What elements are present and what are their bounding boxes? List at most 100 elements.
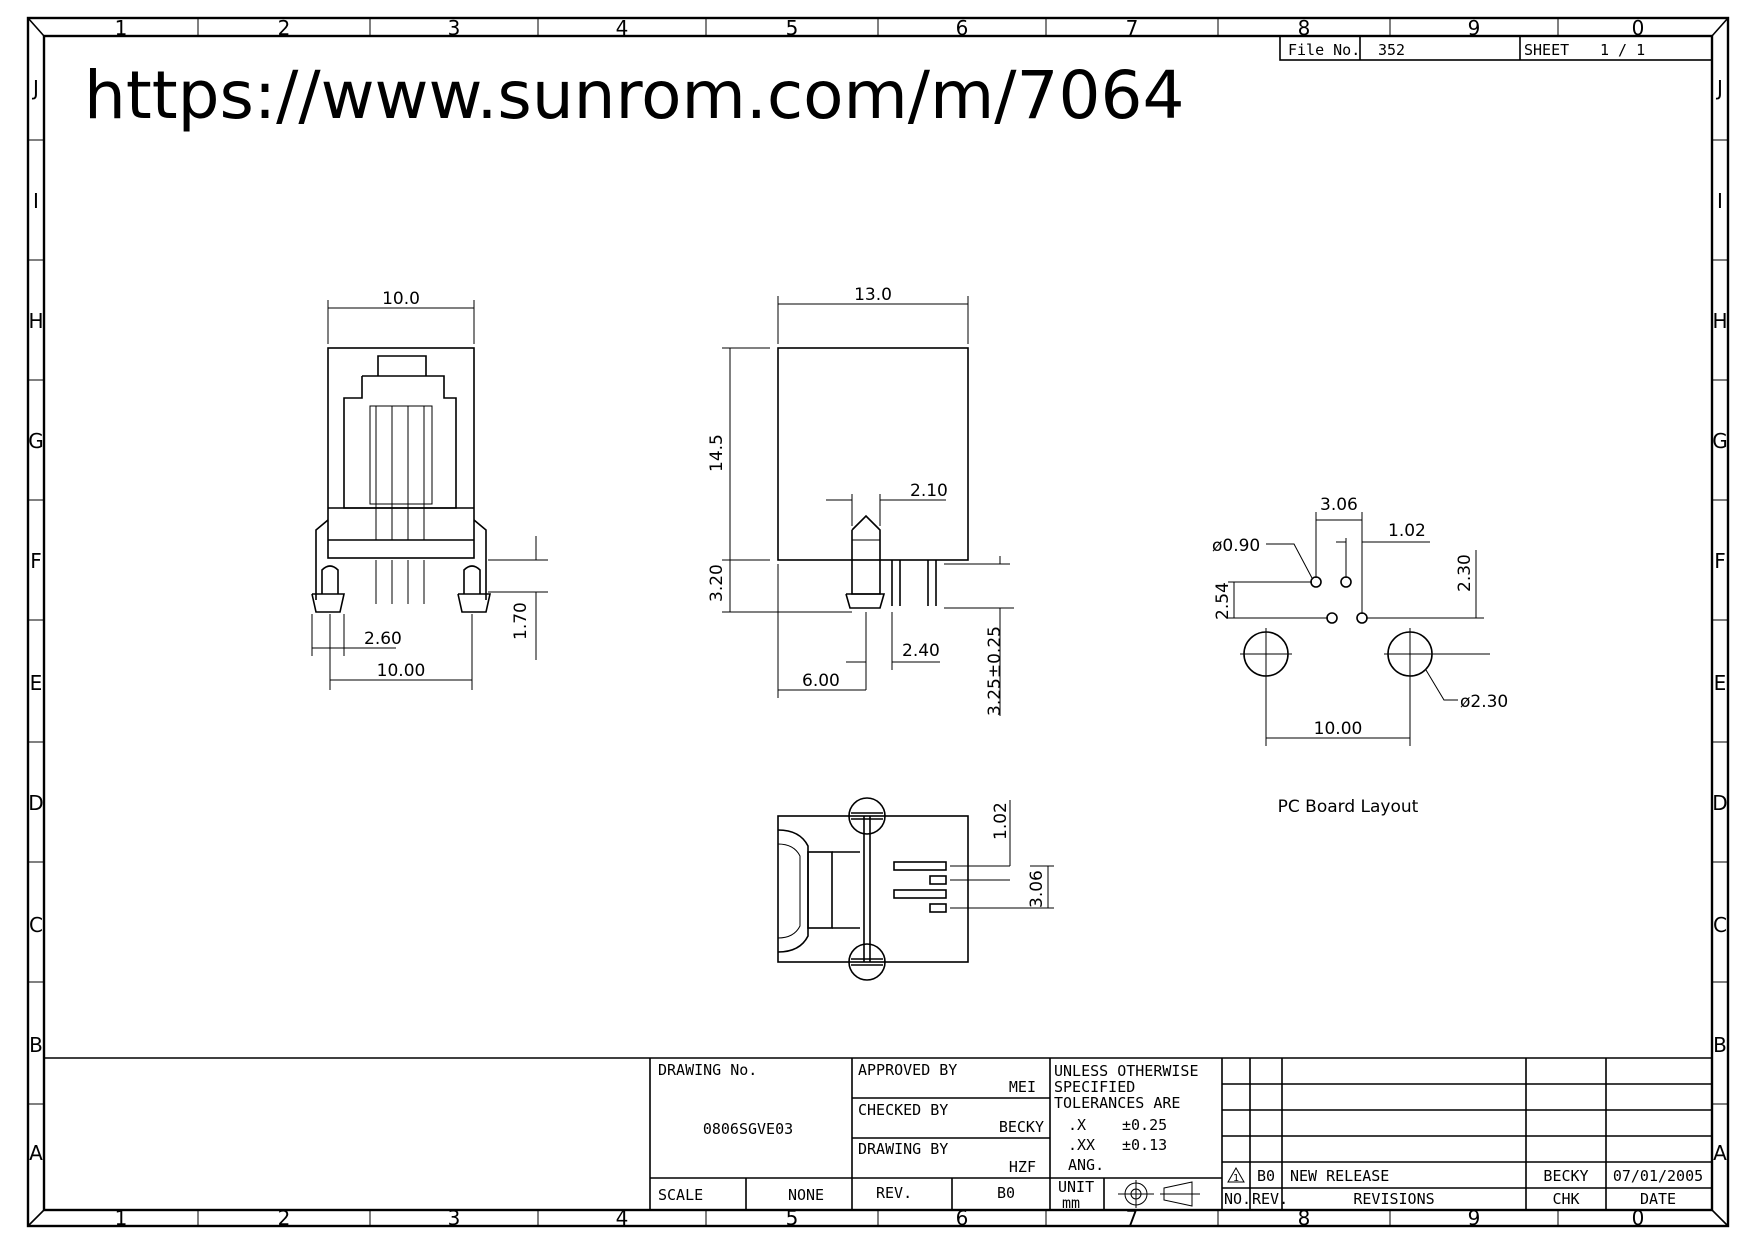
pcb-layout-dimensions: ø0.90 3.06 1.02 2.54 2.30 ø2.30 10.00 xyxy=(1212,495,1508,746)
checked-by-label: CHECKED BY xyxy=(858,1101,948,1119)
sheet-value: 1 / 1 xyxy=(1600,41,1645,59)
file-no-label: File No. xyxy=(1288,41,1360,59)
zone-col-5: 5 xyxy=(786,16,799,40)
zone-col-6: 6 xyxy=(956,16,969,40)
zone-col-8: 8 xyxy=(1298,16,1311,40)
source-url: https://www.sunrom.com/m/7064 xyxy=(84,57,1185,134)
side-view xyxy=(777,347,969,609)
dim-pcb-vertical: 2.30 xyxy=(1455,554,1475,592)
zone-row-c: C xyxy=(29,913,43,937)
rev-value: B0 xyxy=(997,1184,1015,1202)
dim-pcb-hole-small: ø0.90 xyxy=(1212,536,1260,556)
unit-label: UNIT xyxy=(1058,1178,1094,1196)
checked-by-value: BECKY xyxy=(999,1118,1044,1136)
zone-labels-bottom: 1 2 3 4 5 6 7 8 9 0 xyxy=(115,1206,1645,1230)
zone-row-g: G xyxy=(28,429,44,453)
zone-row-e: E xyxy=(30,671,43,695)
side-view-dimensions: 13.0 14.5 3.20 2.10 2.40 6.00 3.25±0.25 xyxy=(707,285,1014,716)
dim-side-pin-tolerance: 3.25±0.25 xyxy=(985,626,1005,716)
zone-row-e-right: E xyxy=(1714,671,1727,695)
front-view xyxy=(311,347,491,613)
zone-row-h: H xyxy=(28,309,43,333)
bottom-view xyxy=(777,797,969,981)
revision-date-label: DATE xyxy=(1640,1190,1676,1208)
dim-front-width-top: 10.0 xyxy=(382,289,420,309)
zone-row-d: D xyxy=(28,791,43,815)
revision-revisions-label: REVISIONS xyxy=(1353,1190,1434,1208)
tolerance-line-1: UNLESS OTHERWISE xyxy=(1054,1062,1199,1080)
dim-pcb-hole-large: ø2.30 xyxy=(1460,692,1508,712)
unit-value: mm xyxy=(1062,1194,1080,1212)
dim-pcb-pitch-small: 1.02 xyxy=(1388,521,1426,541)
zone-row-j-right: J xyxy=(1715,76,1723,100)
zone-row-j: J xyxy=(31,76,39,100)
zone-row-a-right: A xyxy=(1713,1141,1727,1165)
dim-pcb-post-spacing: 10.00 xyxy=(1314,719,1363,739)
pcb-layout xyxy=(1240,576,1436,680)
zone-col-7-bottom: 7 xyxy=(1126,1206,1139,1230)
zone-col-5-bottom: 5 xyxy=(786,1206,799,1230)
revision-entry-desc: NEW RELEASE xyxy=(1290,1167,1389,1185)
zone-col-2-bottom: 2 xyxy=(278,1206,291,1230)
zone-row-a: A xyxy=(29,1141,43,1165)
drawing-by-label: DRAWING BY xyxy=(858,1140,948,1158)
dim-pcb-pitch-x: 3.06 xyxy=(1320,495,1358,515)
tol-xx-value: ±0.13 xyxy=(1122,1136,1167,1154)
dim-side-offset-a: 2.40 xyxy=(902,641,940,661)
zone-col-9-bottom: 9 xyxy=(1468,1206,1481,1230)
dim-side-pin-length: 3.20 xyxy=(707,564,727,602)
zone-col-0-bottom: 0 xyxy=(1632,1206,1645,1230)
revision-entry-rev: B0 xyxy=(1257,1167,1275,1185)
zone-ticks xyxy=(28,18,1728,1226)
drawing-no-value: 0806SGVE03 xyxy=(703,1120,793,1138)
approved-by-value: MEI xyxy=(1009,1078,1036,1096)
front-view-dimensions: 10.0 2.60 10.00 1.70 xyxy=(311,289,548,690)
file-no-value: 352 xyxy=(1378,41,1405,59)
zone-labels-top: 1 2 3 4 5 6 7 8 9 0 xyxy=(115,16,1645,40)
zone-row-d-right: D xyxy=(1712,791,1727,815)
zone-row-g-right: G xyxy=(1712,429,1728,453)
dim-side-height: 14.5 xyxy=(707,434,727,472)
bottom-view-dimensions: 1.02 3.06 xyxy=(950,800,1054,909)
revision-rev-label: REV. xyxy=(1252,1190,1288,1208)
file-sheet-box: File No. 352 SHEET 1 / 1 xyxy=(1279,35,1713,61)
drawing-by-value: HZF xyxy=(1009,1158,1036,1176)
zone-col-7: 7 xyxy=(1126,16,1139,40)
title-block-text: DRAWING No. 0806SGVE03 SCALE NONE APPROV… xyxy=(658,1061,1199,1212)
rev-label: REV. xyxy=(876,1184,912,1202)
zone-col-1: 1 xyxy=(115,16,128,40)
tol-ang-label: ANG. xyxy=(1068,1156,1104,1174)
zone-col-3: 3 xyxy=(448,16,461,40)
zone-row-c-right: C xyxy=(1713,913,1727,937)
zone-row-i-right: I xyxy=(1717,189,1723,213)
dim-pcb-row-y: 2.54 xyxy=(1213,582,1233,620)
sheet-label: SHEET xyxy=(1524,41,1569,59)
pcb-layout-label: PC Board Layout xyxy=(1278,797,1419,817)
title-block xyxy=(44,1057,1712,1210)
dim-bottom-pitch-x: 3.06 xyxy=(1027,870,1047,908)
revision-entry-no: 1 xyxy=(1233,1173,1239,1184)
zone-labels-right: J I H G F E D C B A xyxy=(1712,76,1728,1165)
tol-xx-label: .XX xyxy=(1068,1136,1095,1154)
zone-row-h-right: H xyxy=(1712,309,1727,333)
zone-col-0: 0 xyxy=(1632,16,1645,40)
dim-bottom-pitch-small: 1.02 xyxy=(991,802,1011,840)
scale-label: SCALE xyxy=(658,1186,703,1204)
tol-x-value: ±0.25 xyxy=(1122,1116,1167,1134)
dim-side-pin-width: 2.10 xyxy=(910,481,948,501)
zone-row-b-right: B xyxy=(1713,1033,1727,1057)
approved-by-label: APPROVED BY xyxy=(858,1061,957,1079)
dim-front-width-bottom: 10.00 xyxy=(377,661,426,681)
revision-chk-label: CHK xyxy=(1552,1190,1579,1208)
dim-side-width: 13.0 xyxy=(854,285,892,305)
tolerance-line-3: TOLERANCES ARE xyxy=(1054,1094,1180,1112)
revision-no-label: NO. xyxy=(1224,1190,1251,1208)
revision-entry-date: 07/01/2005 xyxy=(1613,1167,1703,1185)
zone-col-4: 4 xyxy=(616,16,629,40)
tol-x-label: .X xyxy=(1068,1116,1086,1134)
zone-col-9: 9 xyxy=(1468,16,1481,40)
revision-table: 1 B0 NEW RELEASE BECKY 07/01/2005 NO. RE… xyxy=(1224,1166,1703,1208)
scale-value: NONE xyxy=(788,1186,824,1204)
zone-col-4-bottom: 4 xyxy=(616,1206,629,1230)
